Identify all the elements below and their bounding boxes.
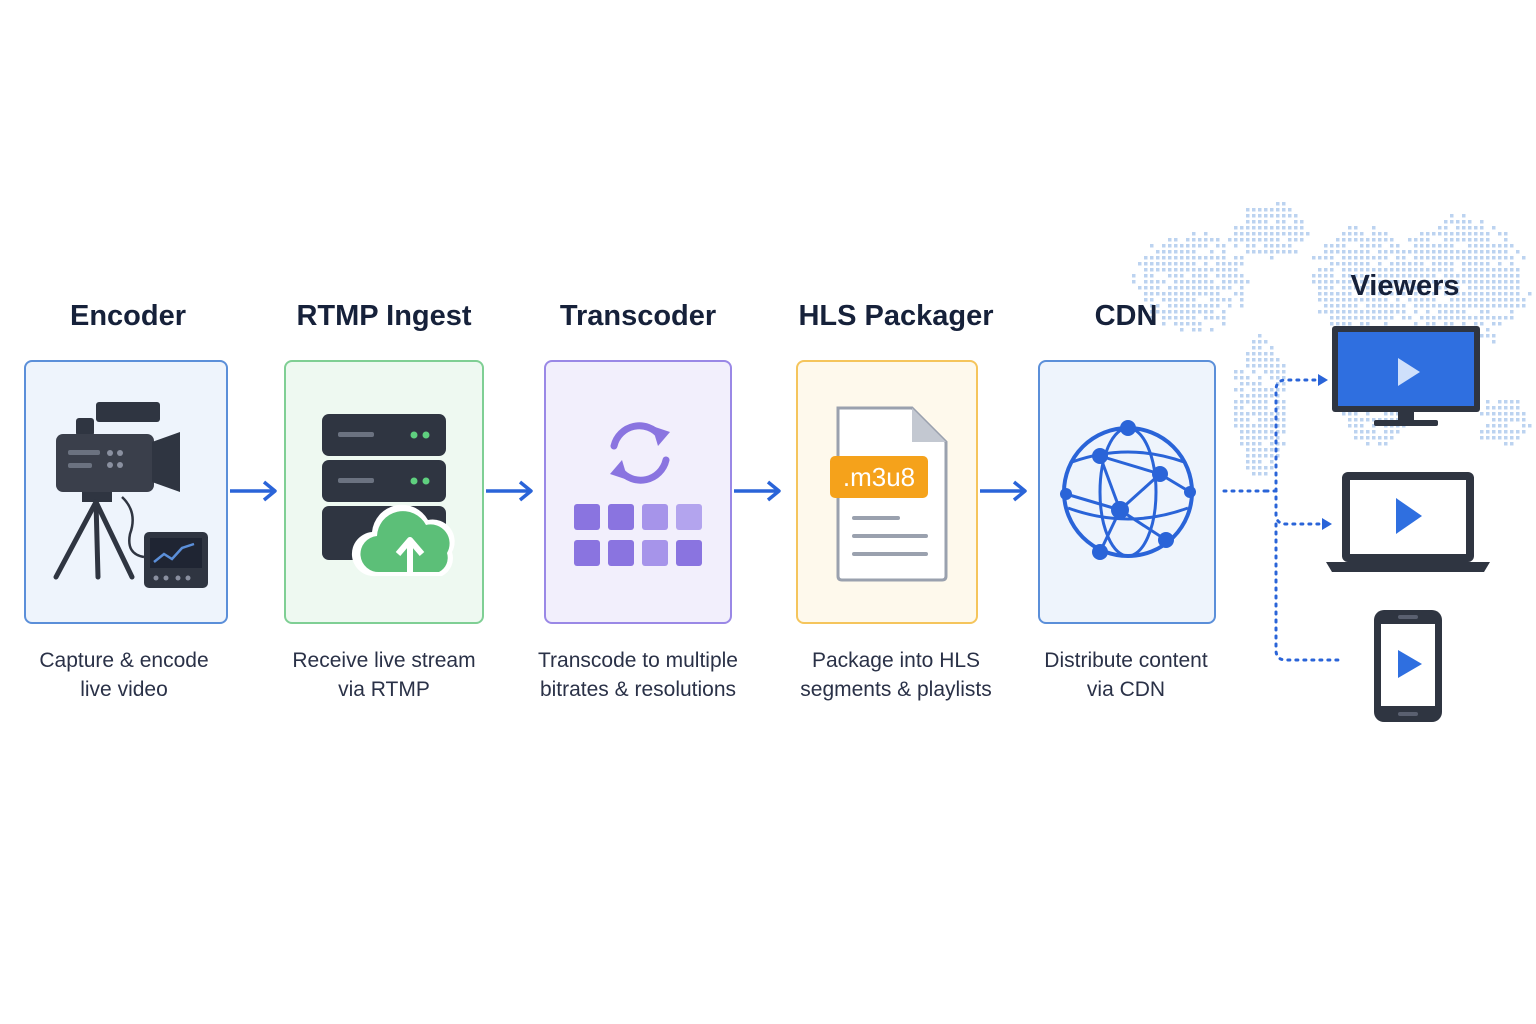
stage-title: HLS Packager bbox=[798, 300, 994, 332]
tv-play-icon bbox=[1332, 326, 1480, 426]
flow-arrow bbox=[734, 480, 781, 502]
m3u8-file-badge: .m3u8 bbox=[830, 456, 928, 498]
stage-box-transcoder bbox=[544, 360, 732, 624]
server-upload-icon bbox=[322, 414, 455, 577]
transcode-icon bbox=[574, 422, 702, 566]
stage-description: Package into HLS segments & playlists bbox=[800, 649, 992, 701]
globe-network-icon bbox=[1060, 420, 1196, 560]
stage-description: Distribute content via CDN bbox=[1044, 649, 1208, 701]
stage-description: Capture & encode live video bbox=[39, 649, 209, 701]
stage-box-encoder bbox=[24, 360, 228, 624]
stage-box-cdn bbox=[1038, 360, 1216, 624]
stage-title: CDN bbox=[1094, 300, 1158, 332]
phone-play-icon bbox=[1374, 610, 1442, 722]
viewer-distribution-lines bbox=[1222, 374, 1340, 662]
stage-box-hls-packager: .m3u8 bbox=[796, 360, 978, 624]
flow-arrow bbox=[230, 480, 277, 502]
stage-box-rtmp-ingest bbox=[284, 360, 484, 624]
stage-title: Transcoder bbox=[559, 300, 717, 332]
flow-arrow bbox=[980, 480, 1027, 502]
laptop-play-icon bbox=[1326, 472, 1490, 572]
stage-title: Encoder bbox=[69, 300, 187, 332]
video-camera-icon bbox=[53, 402, 208, 588]
stage-description: Transcode to multiple bitrates & resolut… bbox=[538, 649, 738, 701]
stage-description: Receive live stream via RTMP bbox=[292, 649, 476, 701]
viewers-title: Viewers bbox=[1350, 270, 1460, 302]
world-map-background bbox=[1132, 202, 1532, 476]
flow-arrow bbox=[486, 480, 533, 502]
stage-title: RTMP Ingest bbox=[296, 300, 472, 332]
